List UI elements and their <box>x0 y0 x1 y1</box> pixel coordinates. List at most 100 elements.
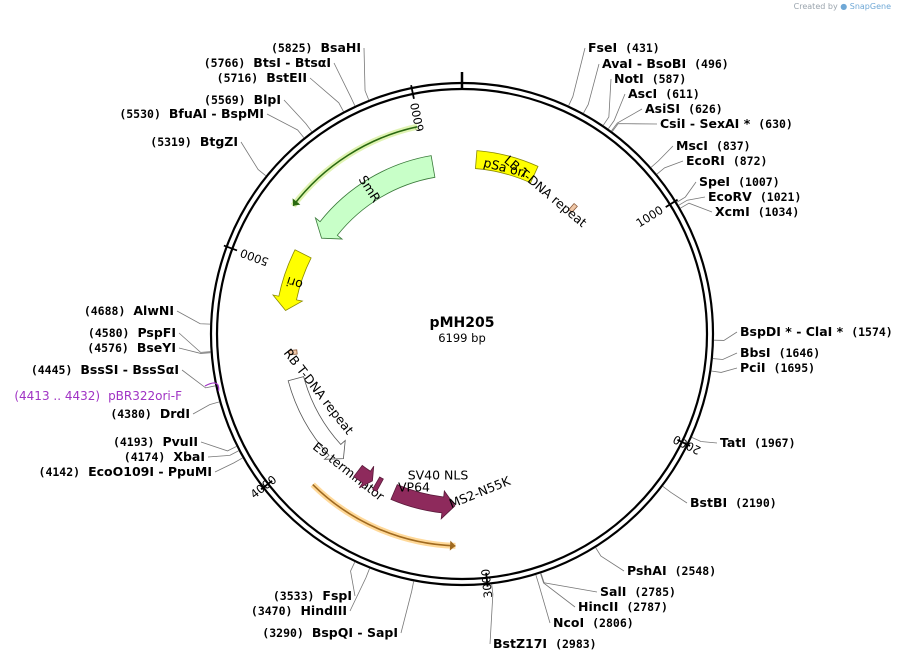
feature-lb-t-dna-repeat[interactable]: LB T-DNA repeat <box>501 152 589 230</box>
site-asisi[interactable]: AsiSI(626) <box>611 101 723 132</box>
feature-shape[interactable] <box>271 249 312 311</box>
site-pvuii[interactable]: (4193)PvuII <box>113 434 237 452</box>
site-ecoo109i[interactable]: (4142)EcoO109I - PpuMI <box>39 457 243 479</box>
site-label: CsiI - SexAI *(630) <box>660 116 793 131</box>
site-alwni[interactable]: (4688)AlwNI <box>84 303 211 325</box>
site-leader <box>662 485 688 504</box>
site-xcmi[interactable]: XcmI(1034) <box>680 202 799 219</box>
site-bsssi[interactable]: (4445)BssSI - BssSαI <box>31 362 216 389</box>
site-tati[interactable]: TatI(1967) <box>691 435 796 450</box>
site-bspqi[interactable]: (3290)BspQI - SapI <box>262 581 415 640</box>
primer-arrow[interactable] <box>204 382 220 392</box>
site-label: PciI(1695) <box>740 360 815 375</box>
snapgene-credit: Created by ● SnapGene <box>794 2 891 11</box>
highlight-arc <box>290 123 419 208</box>
feature-shape[interactable] <box>475 150 539 184</box>
plasmid-name: pMH205 <box>430 315 495 331</box>
site-leader <box>333 62 356 107</box>
site-label: (5716)BstEII <box>217 70 307 85</box>
site-bstz17i[interactable]: BstZ17I(2983) <box>489 584 597 651</box>
site-label: (3533)FspI <box>273 588 352 603</box>
tick-mark <box>410 84 415 100</box>
primer-pbr322ori-f[interactable]: (4413 .. 4432)pBR322ori-F <box>14 382 220 403</box>
site-noti[interactable]: NotI(587) <box>602 71 686 126</box>
site-blpi[interactable]: (5569)BlpI <box>204 92 313 132</box>
credit-brand: SnapGene <box>849 2 891 11</box>
site-msci[interactable]: MscI(837) <box>650 138 751 168</box>
site-label: (5319)BtgZI <box>150 134 238 149</box>
feature-shape[interactable] <box>372 476 384 492</box>
enzyme-name: DrdI <box>160 406 190 421</box>
feature-e9-terminator[interactable]: E9 terminator <box>287 376 388 505</box>
site-position: (1695) <box>774 361 816 375</box>
site-pshai[interactable]: PshAI(2548) <box>595 547 717 578</box>
site-leader <box>656 160 684 175</box>
site-bstbi[interactable]: BstBI(2190) <box>662 485 777 510</box>
site-btgzi[interactable]: (5319)BtgZI <box>150 134 267 177</box>
site-position: (4142) <box>39 465 81 479</box>
feature-vp64[interactable]: VP64 <box>353 464 430 495</box>
site-fspi[interactable]: (3533)FspI <box>273 561 356 603</box>
site-spei[interactable]: SpeI(1007) <box>676 174 780 203</box>
enzyme-name: SpeI <box>699 174 730 189</box>
site-position: (4688) <box>84 304 126 318</box>
site-hindiii[interactable]: (3470)HindIII <box>251 568 370 618</box>
site-leader <box>607 93 626 130</box>
site-btsi[interactable]: (5766)BtsI - BtsαI <box>204 55 356 107</box>
enzyme-name: BtsI <box>253 55 281 70</box>
site-label: XcmI(1034) <box>715 204 799 219</box>
site-bbsi[interactable]: BbsI(1646) <box>712 345 820 360</box>
site-sali[interactable]: SalI(2785) <box>540 573 676 599</box>
tick-label: 3000 <box>478 568 495 599</box>
site-csii[interactable]: CsiI - SexAI *(630) <box>611 116 793 132</box>
feature-shape[interactable] <box>288 349 298 356</box>
site-label: BstZ17I(2983) <box>493 636 597 651</box>
plasmid-backbone <box>209 72 715 587</box>
site-bspdi[interactable]: BspDI * - ClaI *(1574) <box>713 324 893 341</box>
enzyme-name: BbsI <box>740 345 771 360</box>
site-label: (5530)BfuAI - BspMI <box>119 106 264 121</box>
site-fsei[interactable]: FseI(431) <box>568 40 660 106</box>
feature-ori[interactable]: ori <box>271 249 312 311</box>
site-label: (5569)BlpI <box>204 92 281 107</box>
site-label: AsiSI(626) <box>645 101 723 116</box>
enzyme-name: BlpI <box>254 92 281 107</box>
site-leader <box>680 202 713 213</box>
site-position: (5766) <box>204 56 246 70</box>
enzyme-name: BsoBI <box>646 56 686 71</box>
site-ecori[interactable]: EcoRI(872) <box>656 153 768 175</box>
site-position: (2190) <box>735 496 777 510</box>
enzyme-name: BtgZI <box>200 134 238 149</box>
site-leader <box>178 332 211 353</box>
site-label: FseI(431) <box>588 40 660 55</box>
feature-sv40-nls[interactable]: SV40 NLS <box>372 468 469 492</box>
feature-shape[interactable] <box>353 464 375 489</box>
enzyme-name: AsiSI <box>645 101 680 116</box>
site-position: (1574) <box>851 325 893 339</box>
feature-shape[interactable] <box>390 484 456 520</box>
site-position: (4174) <box>124 450 166 464</box>
feature-shape[interactable] <box>314 155 436 240</box>
site-pcii[interactable]: PciI(1695) <box>711 360 815 375</box>
tick-mark <box>677 438 691 447</box>
site-bseyi[interactable]: (4576)BseYI <box>87 340 211 355</box>
site-ecorv[interactable]: EcoRV(1021) <box>678 189 802 206</box>
site-leader <box>214 457 243 473</box>
site-xbai[interactable]: (4174)XbaI <box>124 449 239 464</box>
site-asci[interactable]: AscI(611) <box>607 86 700 130</box>
site-drdi[interactable]: (4380)DrdI <box>110 401 220 421</box>
site-bsahi[interactable]: (5825)BsaHI <box>271 40 370 101</box>
site-leader <box>711 367 738 373</box>
site-pspfi[interactable]: (4580)PspFI <box>88 325 211 353</box>
site-avai[interactable]: AvaI - BsoBI(496) <box>583 56 729 114</box>
site-bsteii[interactable]: (5716)BstEII <box>217 70 344 112</box>
site-label: AvaI - BsoBI(496) <box>602 56 729 71</box>
feature-shape[interactable] <box>287 376 346 460</box>
site-ncoi[interactable]: NcoI(2806) <box>535 574 634 630</box>
feature-label: VP64 <box>398 480 430 495</box>
site-bfuai[interactable]: (5530)BfuAI - BspMI <box>119 106 305 138</box>
feature-shape[interactable] <box>568 202 578 213</box>
map-center: pMH205 6199 bp <box>430 315 495 345</box>
site-hincii[interactable]: HincII(2787) <box>540 573 668 614</box>
highlight-arcs <box>290 123 456 551</box>
